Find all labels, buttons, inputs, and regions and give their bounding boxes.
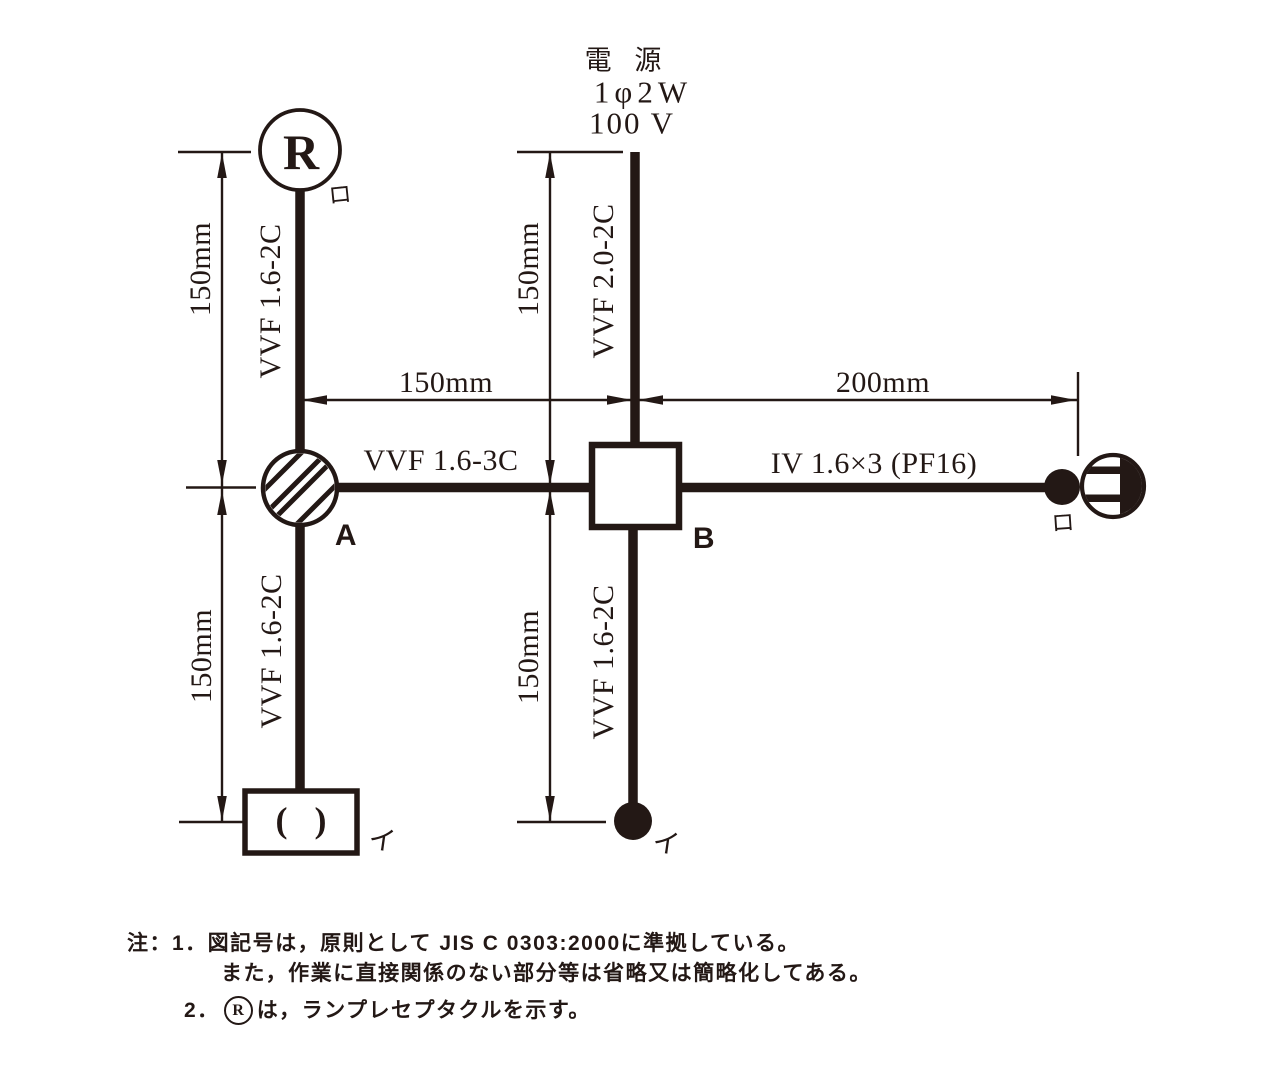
cable-label-left-lower: VVF 1.6-2C [255, 573, 288, 729]
cable-label-branch-ab: VVF 1.6-3C [363, 444, 519, 477]
dimension-arrows [217, 153, 1076, 821]
center-switch-mark: イ [650, 826, 682, 861]
switch-ro-symbol [1044, 469, 1080, 505]
note-line-3: 2． R は，ランプレセプタクルを示す。 [184, 996, 591, 1025]
cable-label-center-upper: VVF 2.0-2C [587, 203, 620, 359]
dimension-left-lower: 150mm [185, 608, 218, 704]
dimension-span-right: 200mm [835, 366, 931, 399]
dimension-left-upper: 150mm [184, 221, 217, 317]
ceiling-rosette-glyph: ( ) [275, 800, 336, 840]
fixture-mark: イ [366, 823, 398, 858]
note-item2-number: 2． [184, 998, 220, 1022]
joint-box-a-symbol [260, 448, 340, 528]
outlet-switch-mark: ロ [1050, 509, 1076, 537]
outlet-box-b-symbol [588, 441, 683, 531]
ceiling-rosette-symbol [242, 788, 360, 856]
lamp-switch-mark: ロ [327, 181, 353, 209]
dimension-center-upper: 150mm [512, 221, 545, 317]
cable-label-branch-right: IV 1.6×3 (PF16) [770, 447, 978, 480]
dimension-span-ab: 150mm [398, 366, 494, 399]
joint-box-a-hatch [265, 453, 335, 523]
note-line-1: 注：1．図記号は，原則として JIS C 0303:2000に準拠している。 [127, 932, 801, 955]
joint-box-a-label: A [334, 519, 358, 552]
outlet-box-b-label: B [692, 522, 716, 555]
note-item2-text: は，ランプレセプタクルを示す。 [256, 998, 591, 1022]
switch-i-symbol [614, 802, 652, 840]
note-line-2: また，作業に直接関係のない部分等は省略又は簡略化してある。 [221, 962, 872, 985]
power-spec-label: 1φ2W [593, 74, 693, 110]
dimension-center-lower: 150mm [512, 609, 545, 705]
circled-r-symbol: R [223, 996, 253, 1025]
cable-label-center-lower: VVF 1.6-2C [587, 584, 620, 740]
lamp-receptacle-symbol [258, 108, 342, 192]
cable-label-left-upper: VVF 1.6-2C [254, 223, 287, 379]
power-voltage-label: 100 V [588, 105, 676, 141]
wall-outlet-symbol [1079, 452, 1147, 520]
lamp-receptacle-letter: R [282, 124, 320, 180]
power-source-label: 電 源 [584, 45, 670, 76]
